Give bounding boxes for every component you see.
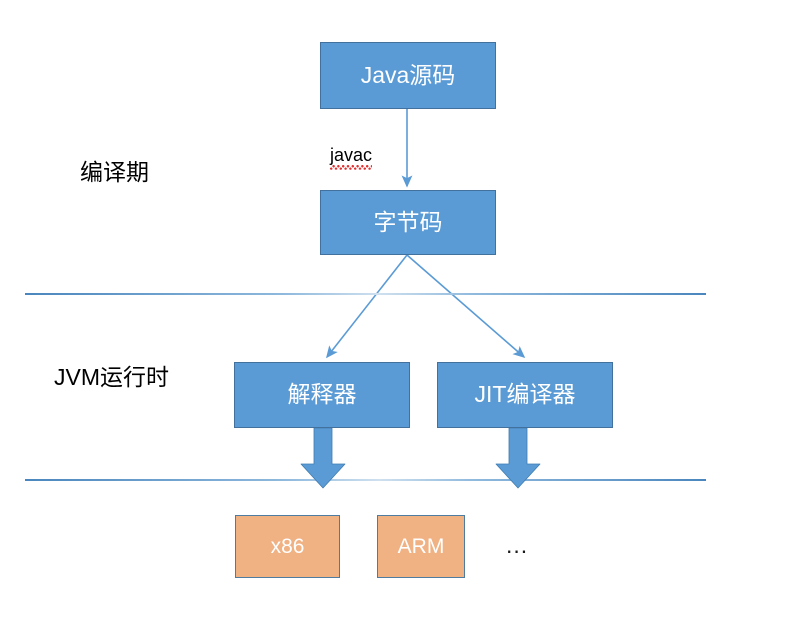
node-java-source-label: Java源码 bbox=[360, 61, 456, 88]
node-arm-label: ARM bbox=[397, 534, 445, 558]
stage-label-jvm-runtime: JVM运行时 bbox=[54, 364, 169, 390]
node-x86[interactable]: x86 bbox=[235, 515, 340, 578]
node-jit-compiler[interactable]: JIT编译器 bbox=[437, 362, 613, 428]
node-interpreter[interactable]: 解释器 bbox=[234, 362, 410, 428]
edge-label-javac: javac bbox=[330, 145, 373, 166]
node-bytecode[interactable]: 字节码 bbox=[320, 190, 496, 255]
block-arrow-jit-to-hardware bbox=[495, 428, 541, 489]
stage-label-compile-time: 编译期 bbox=[80, 159, 149, 185]
edge-bytecode-to-interpreter bbox=[326, 254, 408, 359]
ellipsis-more-architectures: ... bbox=[506, 532, 529, 558]
divider-compile-runtime bbox=[25, 293, 706, 295]
node-jit-compiler-label: JIT编译器 bbox=[474, 381, 576, 408]
node-x86-label: x86 bbox=[270, 534, 305, 558]
edge-label-javac-text: javac bbox=[330, 145, 373, 170]
node-arm[interactable]: ARM bbox=[377, 515, 465, 578]
node-java-source[interactable]: Java源码 bbox=[320, 42, 496, 109]
divider-runtime-hardware bbox=[25, 479, 706, 481]
edge-bytecode-to-jit bbox=[406, 254, 526, 359]
node-interpreter-label: 解释器 bbox=[287, 381, 357, 408]
node-bytecode-label: 字节码 bbox=[373, 208, 443, 235]
block-arrow-interpreter-to-hardware bbox=[300, 428, 346, 489]
